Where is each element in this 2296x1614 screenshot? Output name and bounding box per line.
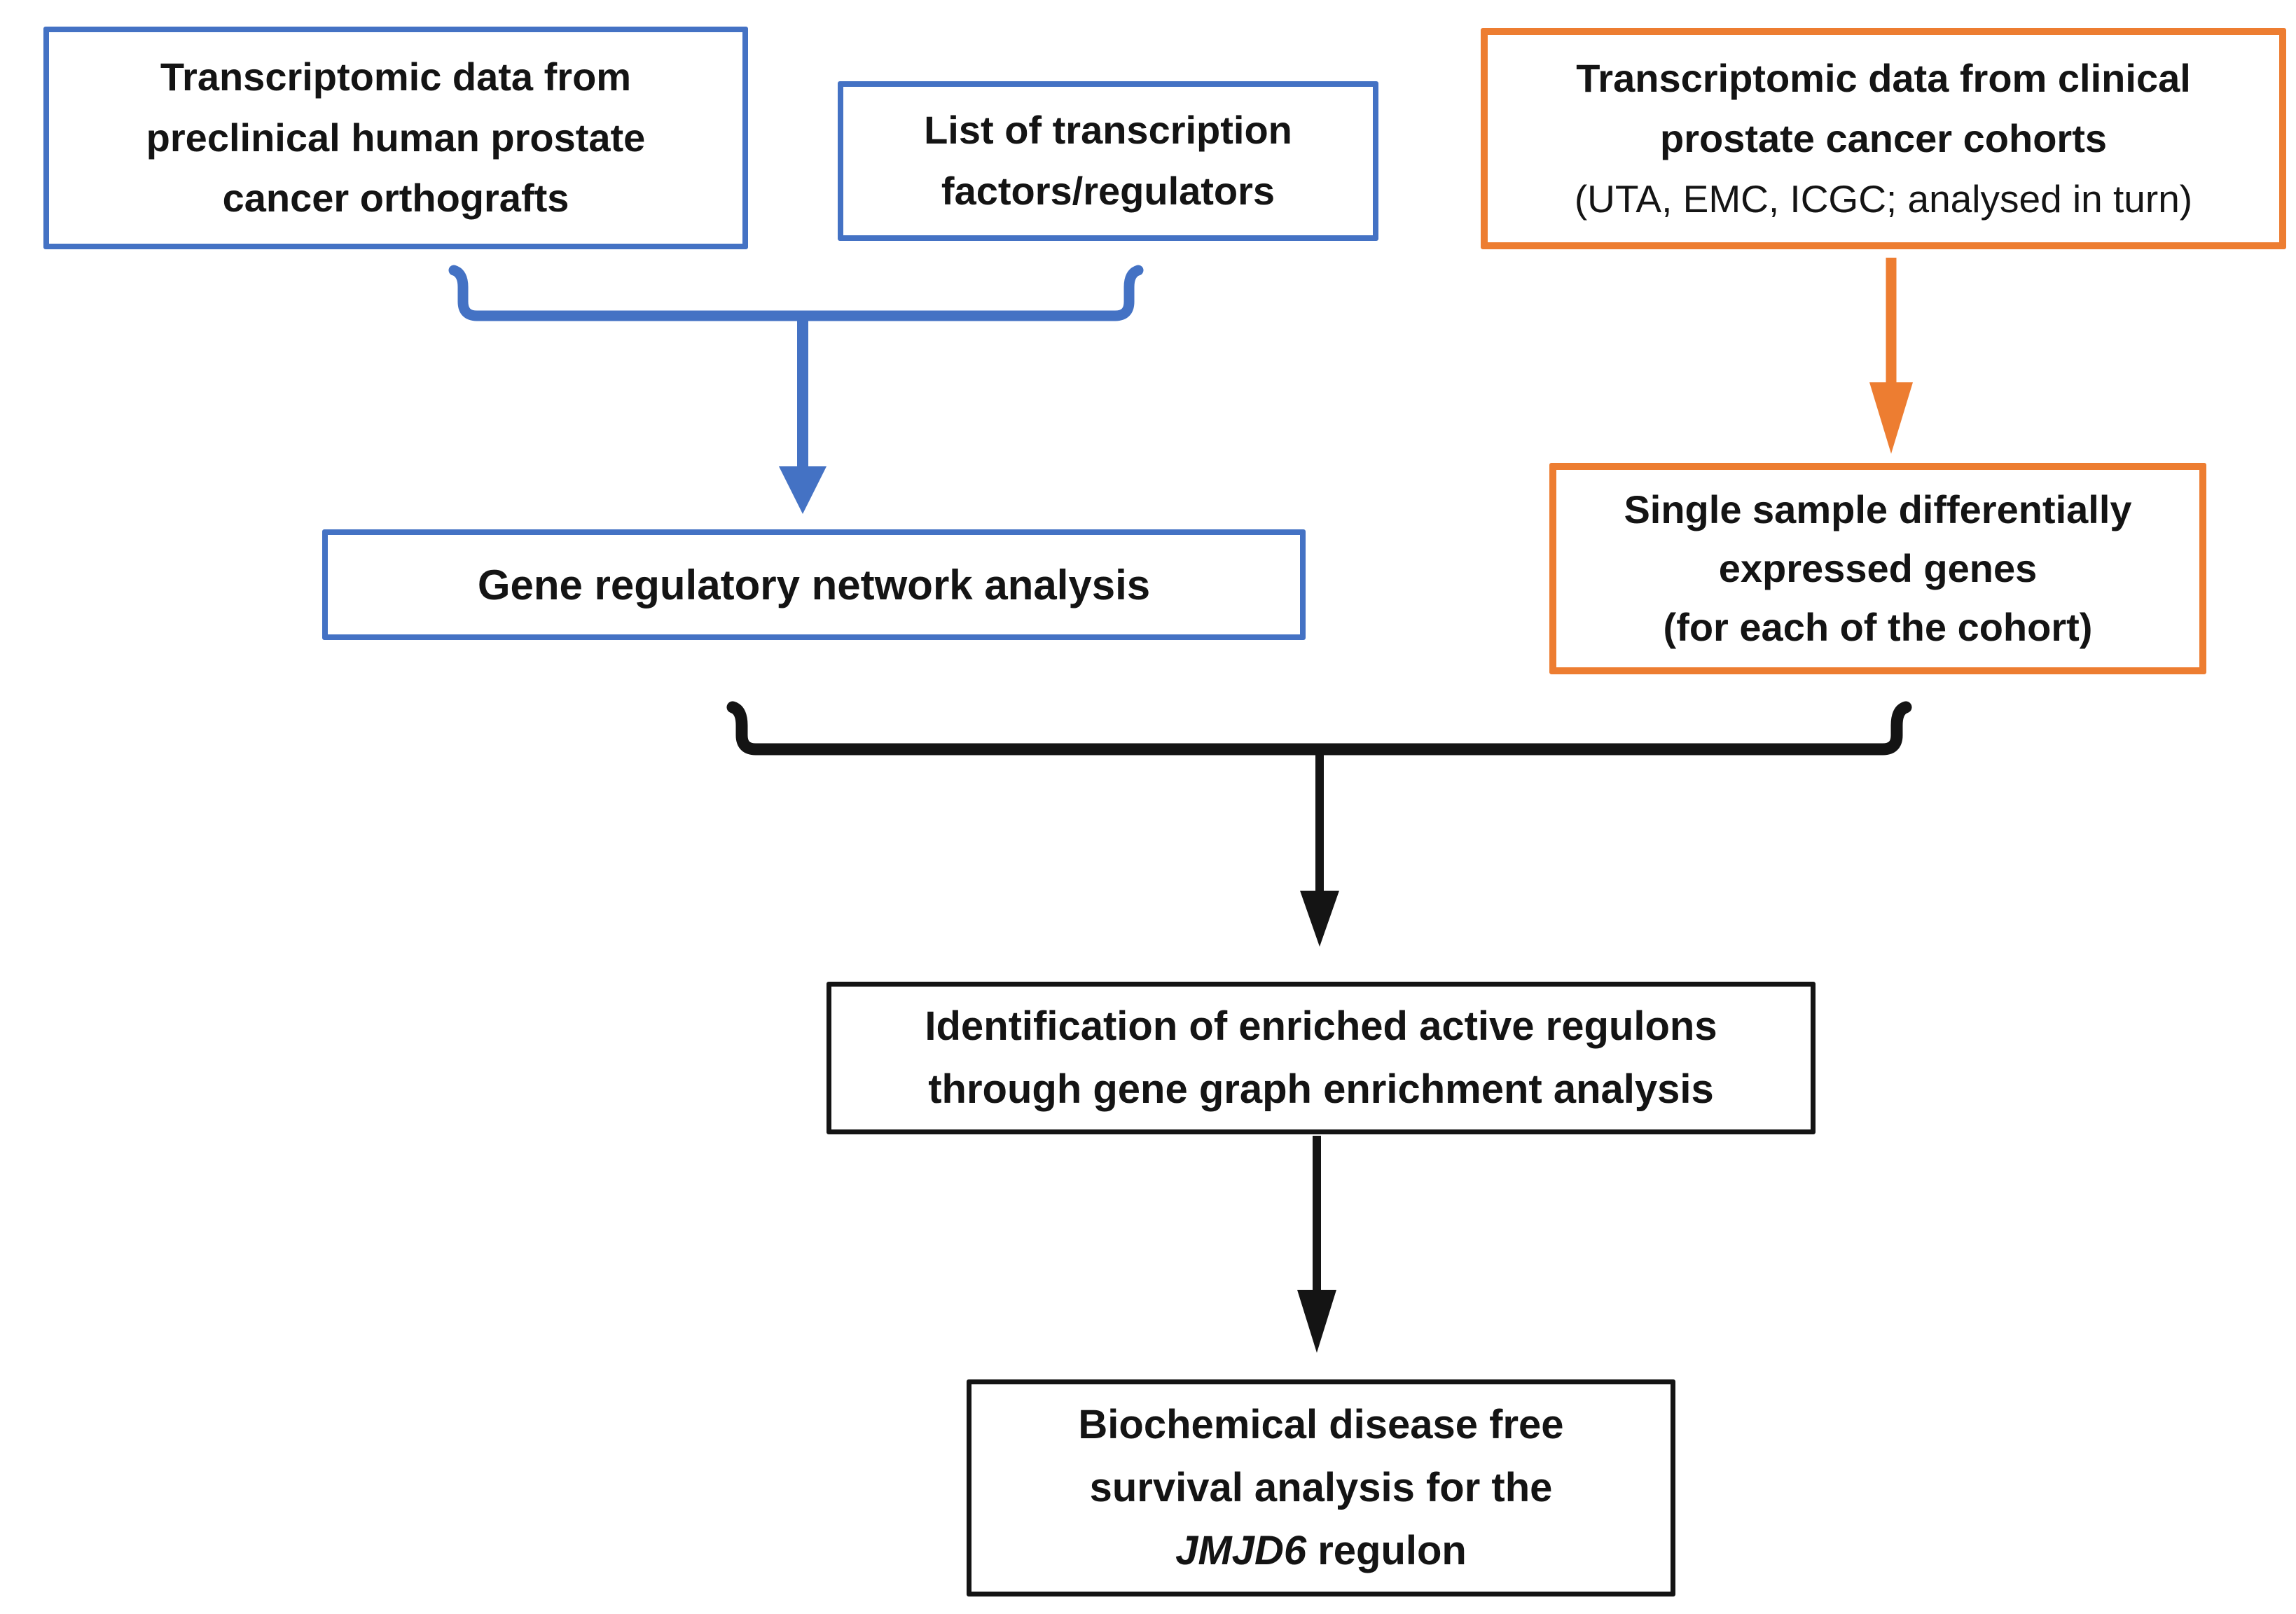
box-text-line: (for each of the cohort)	[1663, 605, 2093, 649]
box-gene-regulatory-network: Gene regulatory network analysis	[322, 529, 1306, 640]
box-text-line: through gene graph enrichment analysis	[928, 1066, 1714, 1112]
box-preclinical-orthografts: Transcriptomic data from preclinical hum…	[43, 27, 748, 249]
box-text-line: List of transcription	[924, 108, 1292, 153]
orange-down-arrow-head	[1869, 382, 1913, 454]
box-text-line: factors/regulators	[941, 169, 1275, 213]
black-merge-brace	[726, 701, 1912, 756]
box-text-line: preclinical human prostate	[146, 115, 646, 160]
gene-line-rest: regulon	[1306, 1527, 1467, 1573]
black-down-arrow-1-head	[1300, 891, 1339, 947]
box-text-line: Identification of enriched active regulo…	[925, 1003, 1717, 1050]
box-text-note: (UTA, EMC, ICGC; analysed in turn)	[1574, 177, 2193, 221]
box-text-line: cancer orthografts	[222, 176, 569, 221]
box-text-line: Biochemical disease free	[1078, 1402, 1564, 1448]
gene-name-italic: JMJD6	[1175, 1527, 1307, 1573]
box-text-line: survival analysis for the	[1089, 1465, 1553, 1511]
box-text-line: Transcriptomic data from	[160, 54, 632, 99]
box-clinical-cohorts: Transcriptomic data from clinical prosta…	[1481, 28, 2286, 249]
box-survival-analysis: Biochemical disease free survival analys…	[967, 1379, 1675, 1596]
box-text-line: Transcriptomic data from clinical	[1576, 55, 2191, 100]
box-text-line-gene: JMJD6 regulon	[1175, 1519, 1467, 1582]
box-transcription-factors: List of transcription factors/regulators	[838, 81, 1378, 241]
box-text-line: prostate cancer cohorts	[1660, 116, 2107, 161]
box-text-line: Gene regulatory network analysis	[477, 561, 1151, 608]
box-text-line: expressed genes	[1718, 546, 2038, 590]
blue-merge-brace	[448, 265, 1144, 321]
box-enriched-regulons: Identification of enriched active regulo…	[827, 982, 1816, 1134]
box-text-line: Single sample differentially	[1624, 487, 2132, 531]
black-down-arrow-2-head	[1297, 1290, 1336, 1353]
blue-down-arrow-head	[779, 466, 827, 514]
box-single-sample-deg: Single sample differentially expressed g…	[1549, 463, 2206, 674]
